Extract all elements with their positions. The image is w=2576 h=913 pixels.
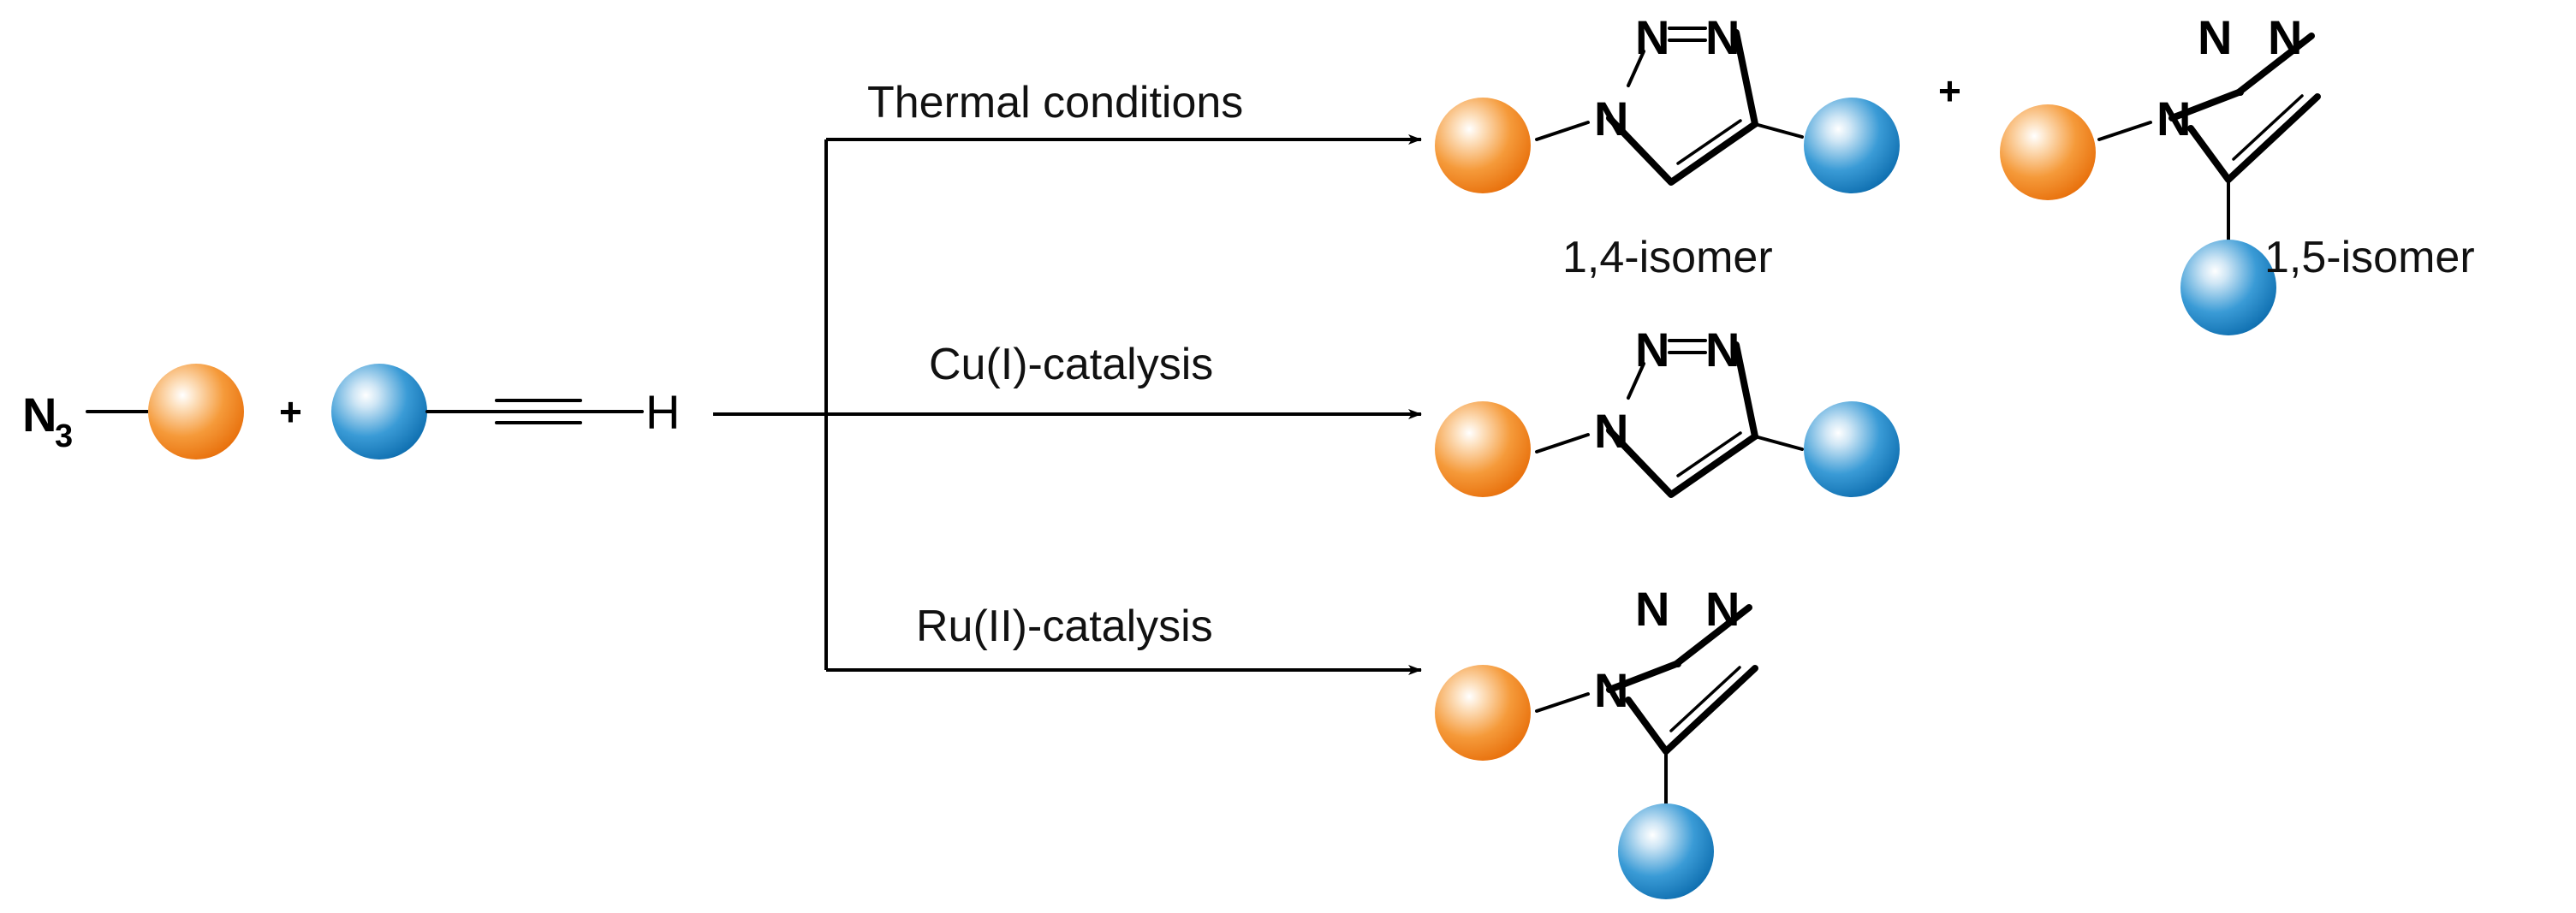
condition-ru: Ru(II)-catalysis <box>916 602 1213 651</box>
product-thermal-15-isomer: N N N <box>2000 10 2317 335</box>
atom-n3: N <box>1705 323 1740 376</box>
n-substituent-sphere <box>1435 665 1531 761</box>
isomer-14-label: 1,4-isomer <box>1562 233 1773 282</box>
c4-substituent-sphere <box>1804 401 1900 497</box>
c5-substituent-sphere <box>2180 240 2276 335</box>
alkyne-substituent-sphere <box>331 364 427 459</box>
product-thermal-14-isomer: N N N <box>1435 10 1900 193</box>
atom-n3: N <box>1705 582 1740 636</box>
atom-n3: N <box>2268 10 2302 64</box>
c4-substituent-sphere <box>1804 98 1900 193</box>
azide-substituent-sphere <box>148 364 244 459</box>
atom-n1: N <box>2157 92 2191 145</box>
atom-n1: N <box>1594 404 1628 458</box>
atom-n3: N <box>1705 10 1740 64</box>
product-ru-15-isomer: N N N <box>1435 582 1755 899</box>
reactant-plus-sign: + <box>279 389 302 434</box>
condition-thermal: Thermal conditions <box>867 78 1243 127</box>
alkyne-reactant: H <box>331 364 680 459</box>
atom-n2: N <box>1635 323 1669 376</box>
product-cu-14-isomer: N N N <box>1435 323 1900 497</box>
atom-n1: N <box>1594 663 1628 717</box>
azide-n-label: N <box>22 388 57 442</box>
condition-cu: Cu(I)-catalysis <box>929 340 1213 389</box>
atom-n2: N <box>1635 582 1669 636</box>
n-substituent-sphere <box>1435 98 1531 193</box>
alkyne-h-label: H <box>645 385 680 439</box>
atom-n2: N <box>2198 10 2232 64</box>
azide-reactant: N 3 <box>22 364 244 459</box>
n-substituent-sphere <box>1435 401 1531 497</box>
isomer-15-label: 1,5-isomer <box>2264 233 2475 282</box>
c5-substituent-sphere <box>1618 803 1714 899</box>
atom-n1: N <box>1594 92 1628 145</box>
n-substituent-sphere <box>2000 104 2096 200</box>
reaction-arrows <box>713 134 1422 675</box>
product-plus-sign: + <box>1938 68 1961 113</box>
atom-n2: N <box>1635 10 1669 64</box>
azide-subscript: 3 <box>55 418 73 454</box>
